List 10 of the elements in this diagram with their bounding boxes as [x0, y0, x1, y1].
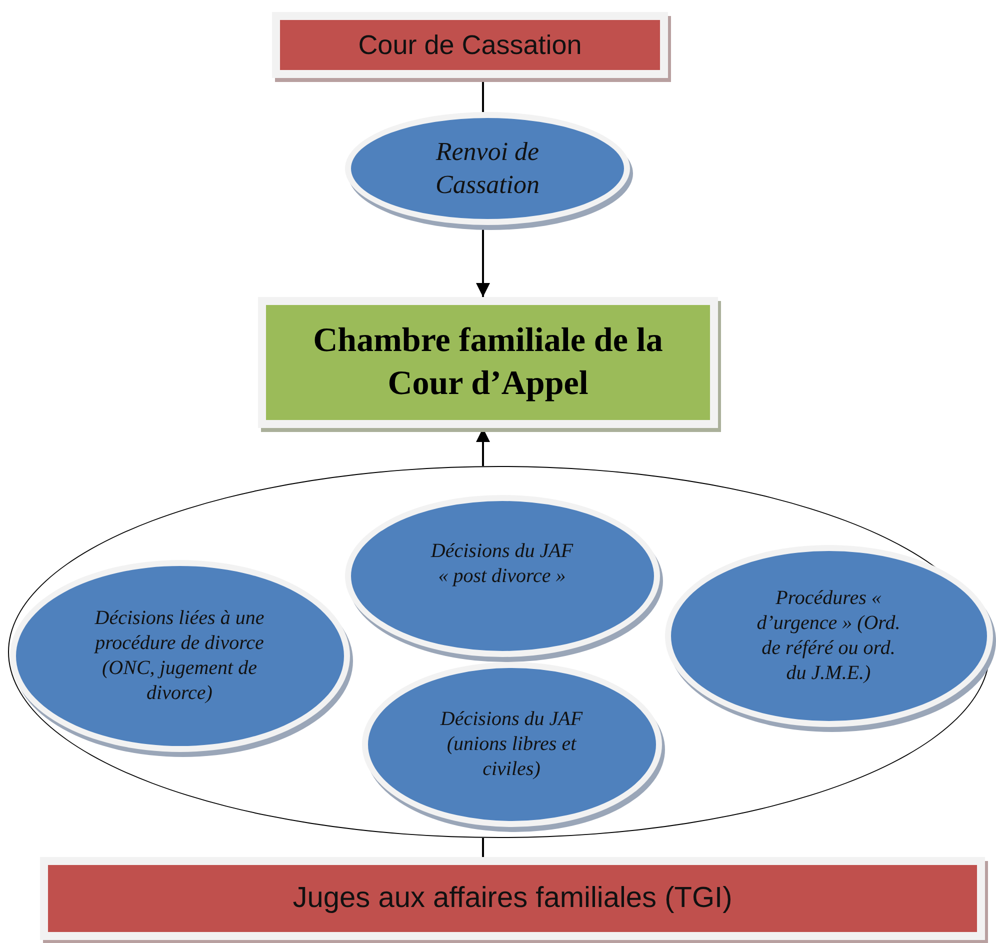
node-text: Procédures « d’urgence » (Ord. de référé ou ord. du J.M.E.) — [756, 586, 902, 686]
court-box — [40, 857, 985, 940]
node-text: Renvoi de Cassation — [434, 136, 541, 200]
node-text: Chambre familiale de la Cour d’Appel — [312, 321, 664, 404]
node-text: Décisions du JAF « post divorce » — [430, 538, 574, 588]
node-text: Juges aux affaires familiales (TGI) — [292, 882, 732, 915]
node-text: Décisions du JAF (unions libres et civiles) — [439, 706, 584, 782]
connector-line — [482, 838, 484, 857]
node-text: Décisions liées à une procédure de divorce (ONC, jugement de divorce) — [93, 606, 266, 706]
node-text: Cour de Cassation — [358, 30, 582, 60]
